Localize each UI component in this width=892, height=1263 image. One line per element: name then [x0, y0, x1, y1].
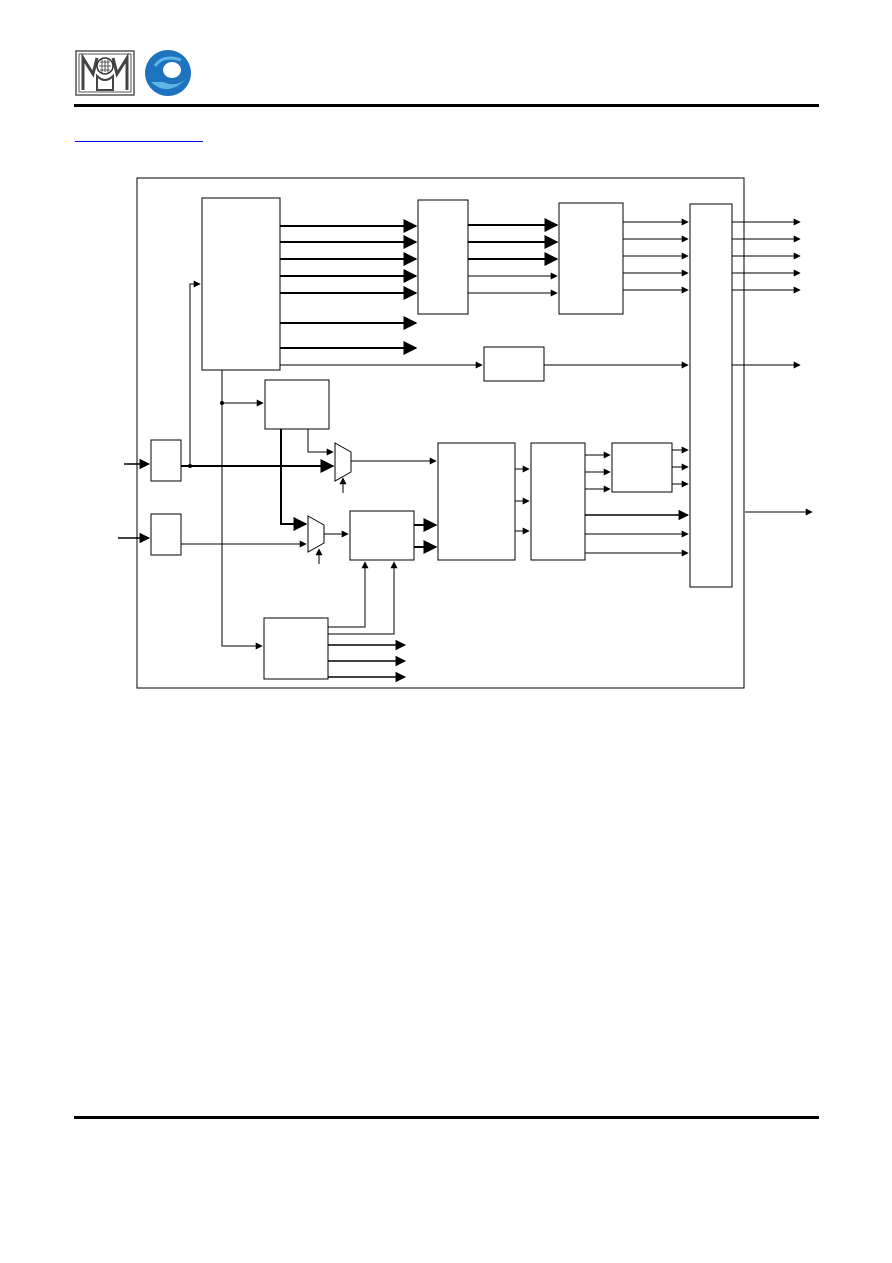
block-right-small [611, 442, 673, 493]
diagram-frame [136, 177, 745, 689]
block-bottom [263, 617, 329, 680]
block-input-2 [150, 513, 182, 556]
header-rule [74, 104, 819, 107]
block-aux-1 [264, 379, 330, 430]
institute-emblem-logo [75, 50, 135, 96]
block-center-right [530, 442, 586, 561]
block-output-tall [689, 203, 733, 588]
mux-upper [334, 442, 352, 482]
section-link-underline[interactable] [75, 141, 203, 142]
block-input-1 [150, 439, 182, 482]
block-stage-2 [558, 202, 624, 315]
block-small-mid [483, 346, 545, 382]
block-mid-lower [349, 510, 415, 561]
block-stage-1 [417, 199, 469, 315]
block-main-left [201, 197, 281, 371]
footer-rule [74, 1116, 819, 1119]
mux-lower [307, 515, 325, 553]
block-center-large [437, 442, 516, 561]
blue-swirl-logo [145, 50, 191, 96]
